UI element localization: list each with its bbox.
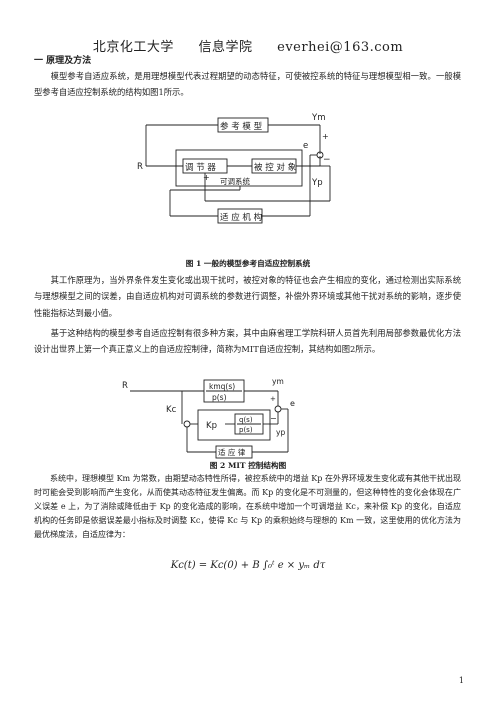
fig1-plus-label-2: +	[203, 173, 210, 182]
fig2-ref-num: kmq(s)	[209, 382, 235, 391]
fig1-adjustable-label: 可调系统	[220, 176, 250, 186]
fig1-e-label: e	[303, 141, 308, 151]
fig1-ref-model-label: 参 考 模 型	[220, 121, 263, 132]
fig2-ref-den: p(s)	[212, 393, 227, 402]
section-title: 一 原理及方法	[34, 56, 92, 66]
fig1-adjustable-system-box	[175, 149, 303, 187]
fig1-controller-label: 调 节 器	[185, 163, 216, 173]
header-university: 北京化工大学	[92, 40, 174, 55]
paragraph-1: 模型参考自适应系统，是用理想模型代表过程期望的动态特征，可使被控系统的特征与理想…	[34, 71, 461, 98]
figure-2-diagram: kmq(s) p(s) Kc Kp q(s) p(s) 适 应 律 R ym y…	[122, 377, 295, 459]
page-header: 北京化工大学 信息学院 everhei@163.com	[0, 36, 496, 55]
fig2-plant-den: p(s)	[239, 426, 253, 434]
page-number: 1	[458, 676, 464, 685]
fig1-adaptive-label: 适 应 机 构	[220, 212, 262, 223]
fig1-r-label: R	[137, 162, 143, 172]
fig2-kp-label: Kp	[206, 421, 217, 431]
fig2-r-label: R	[122, 381, 128, 391]
fig1-yp-label: Yp	[311, 178, 323, 188]
fig2-adapt-label: 适 应 律	[218, 447, 246, 457]
adaptive-law-formula: Kc(t) = Kc(0) + B ∫₀ᵗ e × yₘ dτ	[170, 560, 326, 571]
fig2-kc-label: Kc	[166, 405, 177, 415]
fig2-yp-label: yp	[276, 428, 285, 437]
fig2-plus-label: +	[270, 395, 276, 403]
fig1-plus-label: +	[322, 132, 329, 141]
fig2-e-label: e	[290, 399, 295, 408]
fig2-minus-label: −	[270, 414, 277, 423]
paragraph-2: 其工作原理为，当外界条件发生变化或出现干扰时，被控对象的特征也会产生相应的变化，…	[34, 275, 461, 318]
figure-1-caption: 图 1 一般的模型参考自适应控制系统	[185, 259, 311, 268]
fig1-ym-label: Ym	[311, 113, 325, 123]
fig2-adjustable-box	[197, 409, 271, 441]
fig1-minus-label: −	[323, 155, 331, 165]
header-email: everhei@163.com	[277, 40, 404, 55]
paragraph-3: 基于这种结构的模型参考自适应控制有很多种方案，其中由麻省理工学院科研人员首先利用…	[34, 328, 461, 355]
figure-1-diagram: 参 考 模 型 调 节 器 被 控 对 象 可调系统 适 应 机 构 R Ym …	[137, 113, 331, 224]
paragraph-4: 系统中，理想模型 Km 为常数，由期望动态特性所得，被控系统中的增益 Kp 在外…	[34, 474, 461, 539]
fig2-ym-label: ym	[272, 377, 284, 386]
header-college: 信息学院	[198, 40, 253, 55]
fig1-plant-label: 被 控 对 象	[254, 162, 297, 173]
figure-2-caption: 图 2 MIT 控制结构图	[209, 461, 287, 470]
fig2-plant-num: q(s)	[239, 416, 253, 424]
